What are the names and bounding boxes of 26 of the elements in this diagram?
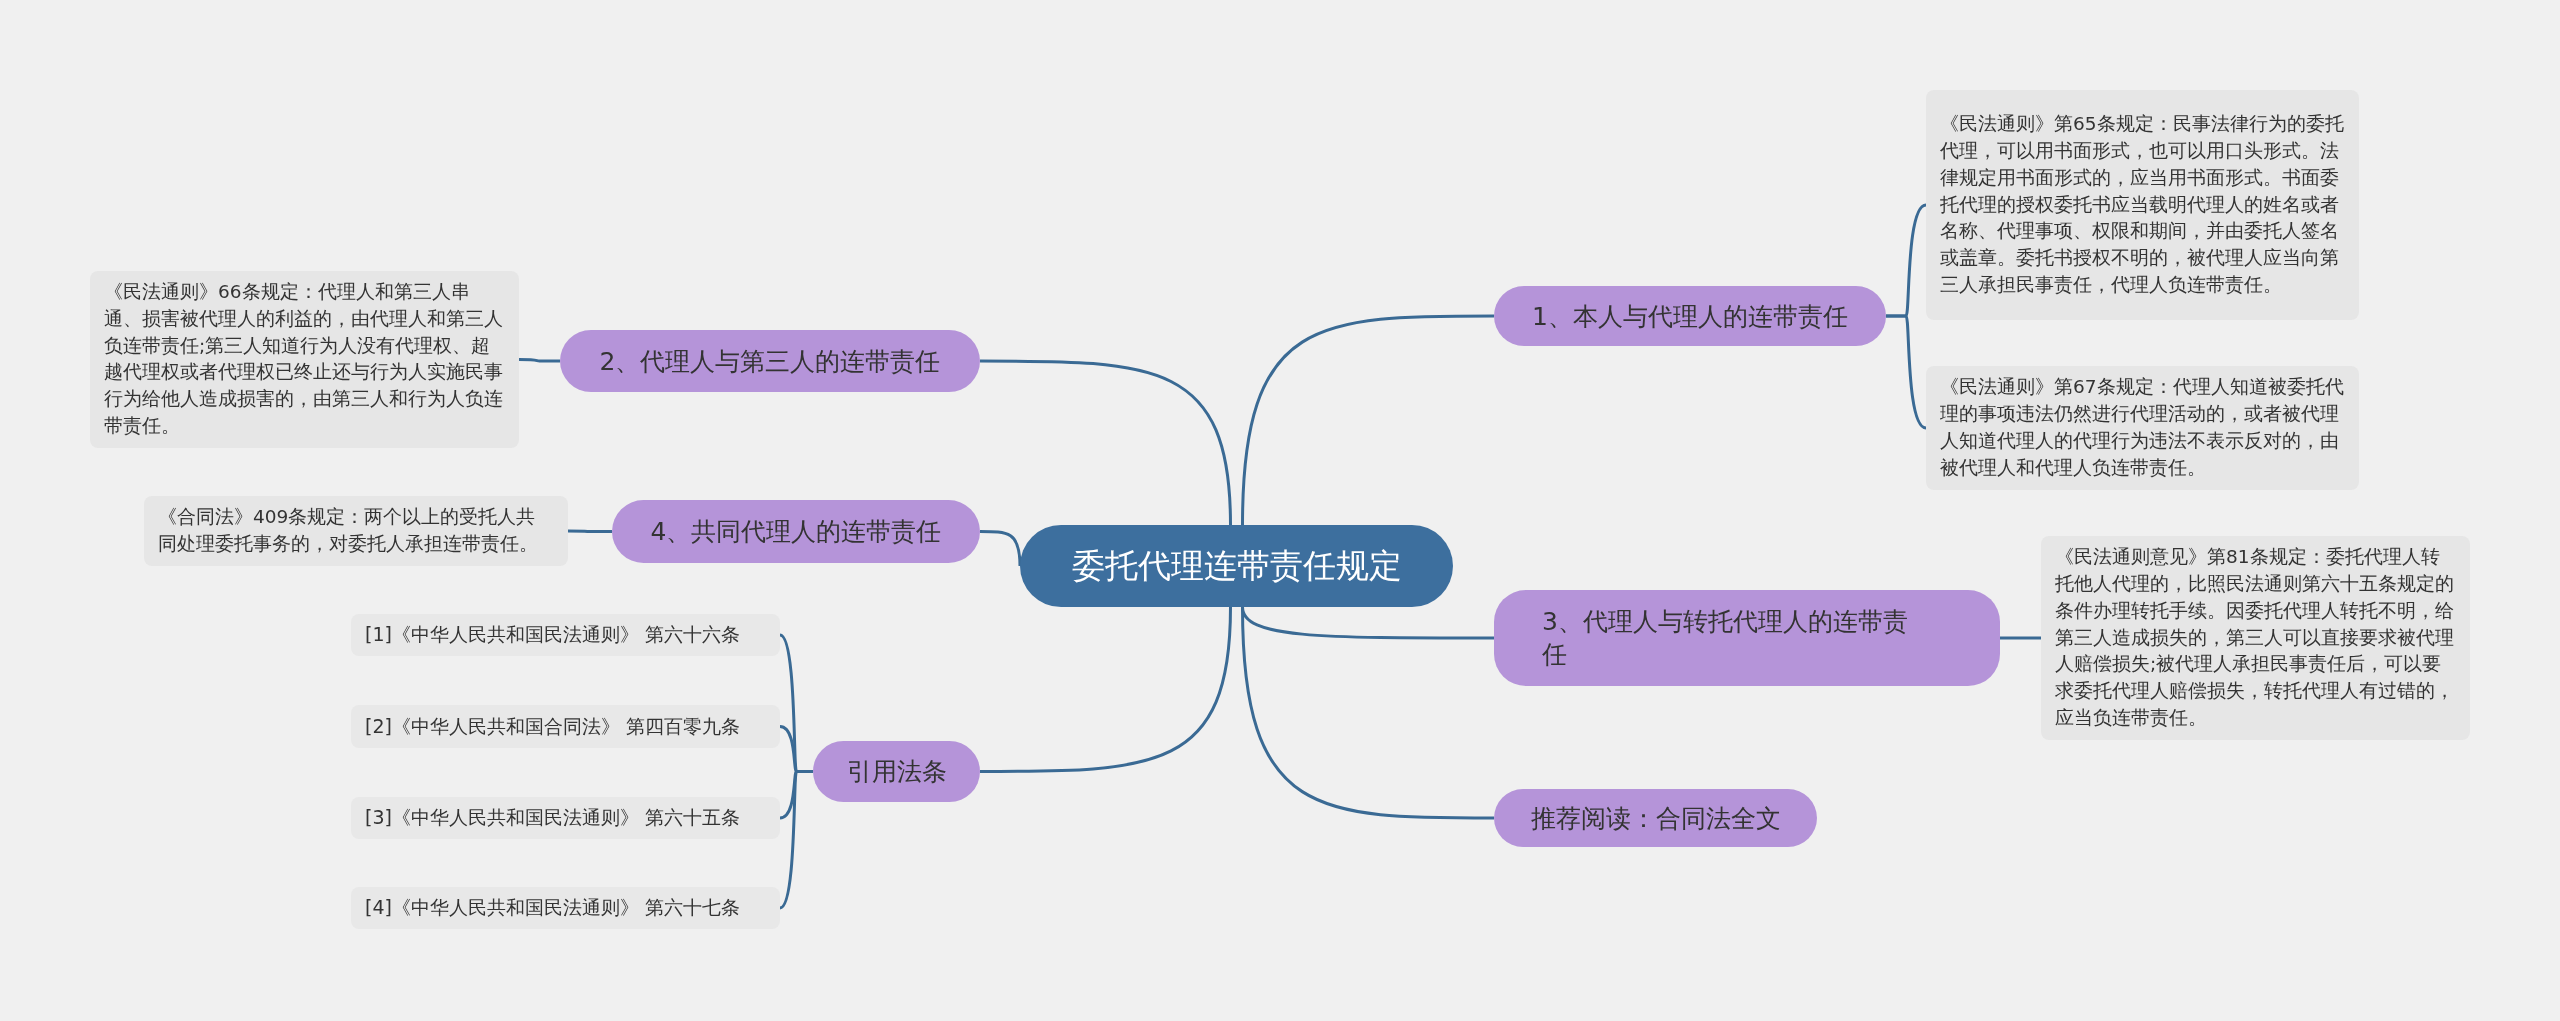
topic-pill: 推荐阅读：合同法全文 — [1494, 789, 1817, 847]
connector-line — [2000, 636, 2041, 640]
connector-line — [779, 770, 813, 910]
connector-line — [1886, 314, 1927, 430]
connector-line — [1241, 606, 1494, 820]
central-topic: 委托代理连带责任规定 — [1020, 525, 1453, 607]
connector-line — [568, 529, 612, 533]
note-card: 《合同法》409条规定：两个以上的受托人共同处理委托事务的，对委托人承担连带责任。 — [144, 496, 568, 566]
topic-pill: 1、本人与代理人的连带责任 — [1494, 286, 1886, 346]
citation-card: [3]《中华人民共和国民法通则》 第六十五条 — [351, 797, 780, 839]
note-card: 《民法通则》66条规定：代理人和第三人串通、损害被代理人的利益的，由代理人和第三人负连带责任;第三人知道行为人没有代理权、超越代理权或者代理权已终止还与行为人实施民事行为给他人造成损害的，由第三人和行为人负连带责任。 — [90, 271, 519, 448]
citation-card: [2]《中华人民共和国合同法》 第四百零九条 — [351, 705, 780, 748]
connector-line — [980, 359, 1232, 526]
topic-pill: 3、代理人与转托代理人的连带责任 — [1494, 590, 2000, 686]
note-card: 《民法通则》第65条规定：民事法律行为的委托代理，可以用书面形式，也可以用口头形式。法律规定用书面形式的，应当用书面形式。书面委托代理的授权委托书应当载明代理人的姓名或者名称、代理事项、权限和期间，并由委托人签名或盖章。委托书授权不明的，被代理人应当向第三人承担民事责任，代理人负连带责任。 — [1926, 90, 2359, 320]
topic-pill: 2、代理人与第三人的连带责任 — [560, 330, 980, 392]
connector-line — [980, 606, 1232, 773]
citation-card: [4]《中华人民共和国民法通则》 第六十七条 — [351, 887, 780, 929]
topic-pill: 引用法条 — [813, 741, 980, 802]
topic-pill: 4、共同代理人的连带责任 — [612, 500, 980, 563]
note-card: 《民法通则意见》第81条规定：委托代理人转托他人代理的，比照民法通则第六十五条规定的条件办理转托手续。因委托代理人转托不明，给第三人造成损失的，第三人可以直接要求被代理人赔偿损失;被代理人承担民事责任后，可以要求委托代理人赔偿损失，转托代理人有过错的，应当负连带责任。 — [2041, 536, 2470, 740]
citation-card: [1]《中华人民共和国民法通则》 第六十六条 — [351, 614, 780, 656]
connector-line — [980, 530, 1022, 567]
note-card: 《民法通则》第67条规定：代理人知道被委托代理的事项违法仍然进行代理活动的，或者被代理人知道代理人的代理行为违法不表示反对的，由被代理人和代理人负连带责任。 — [1926, 366, 2359, 490]
connector-line — [1241, 314, 1494, 526]
connector-line — [519, 358, 560, 363]
